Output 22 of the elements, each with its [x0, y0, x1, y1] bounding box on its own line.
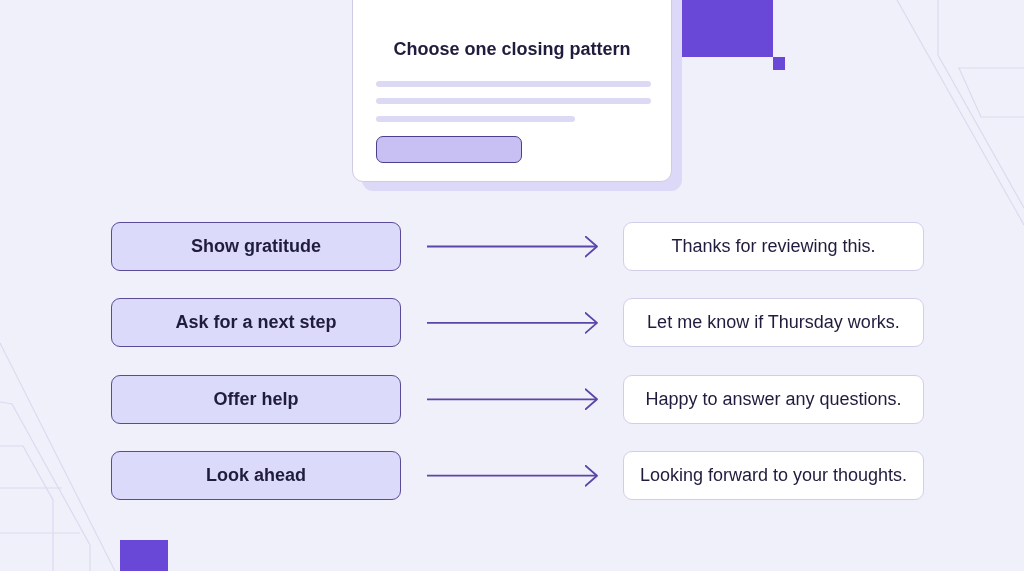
arrow: [426, 235, 598, 258]
example-box: [623, 451, 924, 501]
pattern-label: Offer help: [213, 388, 299, 410]
example-phrase: Happy to answer any questions.: [645, 388, 902, 410]
arrow: [426, 312, 598, 334]
pattern-box: [111, 222, 401, 271]
example-box: [623, 222, 924, 271]
card-title: Choose one closing pattern: [393, 39, 631, 60]
pattern-label: Ask for a next step: [175, 312, 337, 334]
example-phrase: Thanks for reviewing this.: [671, 236, 876, 257]
pattern-label: Look ahead: [206, 465, 306, 487]
example-box: [623, 298, 924, 348]
arrow: [426, 388, 598, 411]
pattern-label: Show gratitude: [191, 236, 321, 257]
pattern-box: [111, 451, 401, 501]
example-box: [623, 374, 924, 424]
arrow: [426, 464, 598, 487]
pattern-box: [111, 374, 401, 424]
example-phrase: Let me know if Thursday works.: [647, 312, 900, 334]
pattern-box: [111, 298, 401, 348]
example-phrase: Looking forward to your thoughts.: [639, 465, 908, 487]
card: [352, 0, 672, 182]
